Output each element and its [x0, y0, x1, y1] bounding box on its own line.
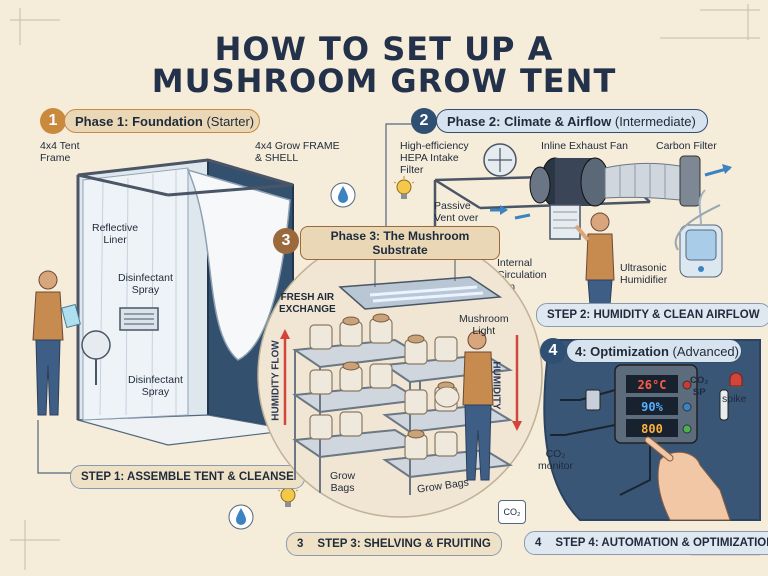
phase-2-level: (Intermediate): [614, 113, 696, 129]
climate-airflow-illustration: [433, 143, 732, 306]
label-spike: spike: [722, 393, 747, 405]
step-2-badge: STEP 2: HUMIDITY & CLEAN AIRFLOW: [536, 303, 768, 327]
label-grow-frame-shell: 4x4 Grow FRAME & SHELL: [255, 140, 340, 164]
grow-tent-illustration: [32, 158, 294, 446]
step-3-badge: 3 STEP 3: SHELVING & FRUITING: [286, 532, 502, 556]
phase-4-header: 4: Optimization (Advanced): [566, 339, 742, 363]
alarm-icon: [728, 372, 744, 389]
label-reflective-liner: Reflective Liner: [92, 222, 139, 246]
phase-1-level: (Starter): [206, 113, 255, 129]
phase-3-header: Phase 3: The Mushroom Substrate: [300, 226, 500, 260]
phase-2-header: Phase 2: Climate & Airflow (Intermediate…: [436, 109, 708, 133]
phase-4-number-badge: 4: [540, 338, 566, 364]
label-co2-monitor: CO₂ monitor: [538, 448, 574, 472]
label-ultrasonic-humidifier: Ultrasonic Humidifier: [620, 262, 668, 286]
label-grow-bags-1: Grow Bags: [330, 470, 356, 494]
controller-humidity: 90%: [641, 400, 663, 414]
lightbulb-icon: [393, 176, 415, 199]
phase-4-name: 4: Optimization: [575, 343, 669, 359]
label-fresh-air-exchange: FRESH AIR EXCHANGE: [279, 292, 336, 315]
label-passive-vent: Passive Vent over: [434, 200, 479, 224]
step-3-number: 3: [297, 538, 304, 550]
substrate-circle-illustration: [257, 232, 543, 518]
controller-temperature: 26°C: [637, 378, 667, 392]
label-humidity: HUMIDITY: [490, 361, 502, 410]
optimization-panel-illustration: [543, 339, 761, 521]
phase-2-connector: [385, 123, 412, 230]
label-humidity-flow: HUMIDITY FLOW: [270, 340, 282, 421]
label-mushroom-light: Mushroom Light: [459, 313, 509, 337]
title-line-2: MUSHROOM GROW TENT: [151, 62, 617, 100]
label-tent-frame: 4x4 Tent Frame: [40, 140, 80, 164]
step-4-text: STEP 4: AUTOMATION & OPTIMIZATION: [555, 537, 768, 549]
step-4-badge: 4 STEP 4: AUTOMATION & OPTIMIZATION: [524, 531, 768, 555]
controller-co2: 800: [641, 422, 663, 436]
phase-2-number-badge: 2: [411, 108, 437, 134]
label-disinfectant-spray-2: Disinfectant Spray: [128, 374, 183, 398]
phase-4-level: (Advanced): [672, 343, 739, 359]
label-inline-exhaust-fan: Inline Exhaust Fan: [541, 140, 628, 152]
phase-1-header: Phase 1: Foundation (Starter): [64, 109, 260, 133]
label-disinfectant-spray-1: Disinfectant Spray: [118, 272, 173, 296]
phase-1-number-badge: 1: [40, 108, 66, 134]
water-drop-icon: [228, 504, 254, 530]
phase-3-name: Phase 3: The Mushroom Substrate: [330, 229, 470, 257]
label-hepa-intake-filter: High-efficiency HEPA Intake Filter: [400, 140, 469, 176]
co2-tag: CO₂: [498, 500, 526, 524]
step-3-text: STEP 3: SHELVING & FRUITING: [317, 538, 491, 550]
label-carbon-filter: Carbon Filter: [656, 140, 717, 152]
step-4-number: 4: [535, 537, 542, 549]
phase-2-name: Phase 2: Climate & Airflow: [447, 113, 612, 129]
step-1-badge: STEP 1: ASSEMBLE TENT & CLEANSE: [70, 465, 305, 489]
phase-3-number-badge: 3: [273, 228, 299, 254]
water-drop-icon: [330, 182, 356, 208]
label-co2-setpoint: CO₂ SP: [690, 375, 709, 398]
title-line-1: HOW TO SET UP A: [214, 30, 554, 68]
phase-1-name: Phase 1: Foundation: [75, 113, 203, 129]
